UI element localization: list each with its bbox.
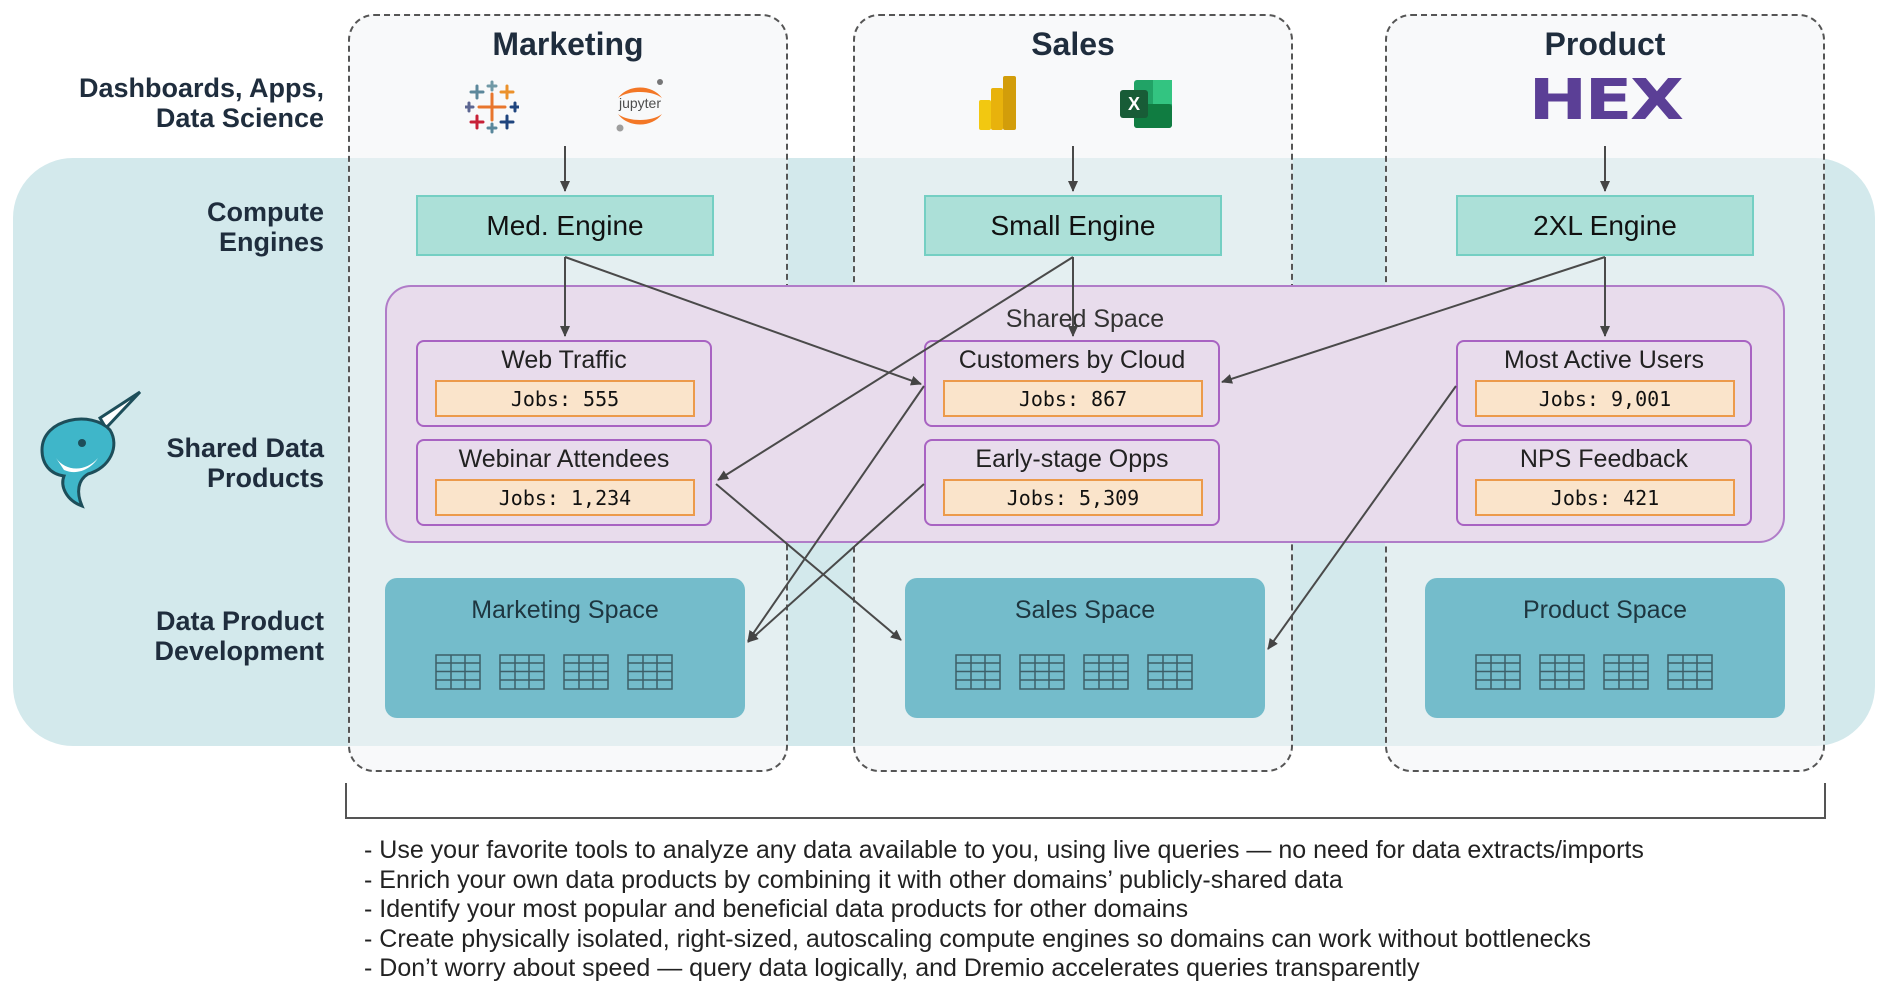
table-grid-icon (1019, 654, 1065, 690)
data-product-customers-by-cloud[interactable]: Customers by Cloud Jobs: 867 (924, 340, 1220, 427)
engine-medium: Med. Engine (416, 195, 714, 256)
data-product-early-stage-opps[interactable]: Early-stage Opps Jobs: 5,309 (924, 439, 1220, 526)
table-grid-icon (1083, 654, 1129, 690)
space-product[interactable]: Product Space (1425, 578, 1785, 718)
shared-space-title: Shared Space (1005, 305, 1165, 333)
arrow-2xl-to-customers (1221, 256, 1606, 384)
table-grid-icon (1667, 654, 1713, 690)
benefit-item: - Identify your most popular and benefic… (364, 895, 1189, 923)
jupyter-icon: jupyter (608, 76, 672, 136)
excel-icon: X (1120, 80, 1174, 128)
column-title: Product (1544, 26, 1666, 62)
hex-icon: HEX (1528, 67, 1684, 133)
arrow-medium-to-customers (564, 256, 922, 386)
table-grid-icon (1475, 654, 1521, 690)
jobs-count: Jobs: 9,001 (1475, 380, 1735, 417)
data-product-web-traffic[interactable]: Web Traffic Jobs: 555 (416, 340, 712, 427)
table-grid-icon (627, 654, 673, 690)
benefit-item: - Create physically isolated, right-size… (364, 924, 1592, 953)
engine-2xl: 2XL Engine (1456, 195, 1754, 256)
space-title: Product Space (1523, 596, 1687, 624)
table-grid-icon (1147, 654, 1193, 690)
jupyter-wordmark: jupyter (618, 95, 662, 111)
data-product-name: Customers by Cloud (958, 346, 1186, 374)
table-grid-icon (499, 654, 545, 690)
summary-bracket (345, 783, 1826, 819)
power-bi-icon (979, 76, 1016, 130)
jobs-count: Jobs: 1,234 (435, 479, 695, 516)
arrow-webinar-to-sales-space (715, 483, 902, 641)
jobs-count: Jobs: 421 (1475, 479, 1735, 516)
table-grid-icon (1539, 654, 1585, 690)
engine-small: Small Engine (924, 195, 1222, 256)
benefit-list: - Use your favorite tools to analyze any… (364, 836, 1644, 984)
benefit-item: - Enrich your own data products by combi… (364, 865, 1343, 894)
table-grid-icon (435, 654, 481, 690)
excel-letter: X (1127, 94, 1140, 114)
jobs-count: Jobs: 5,309 (943, 479, 1203, 516)
data-product-name: Webinar Attendees (458, 445, 670, 473)
arrow-customers-to-marketing-space (747, 385, 925, 642)
data-product-name: Web Traffic (501, 346, 627, 374)
row-label-shared: Shared Data Products (166, 433, 324, 493)
column-title: Sales (1031, 26, 1115, 62)
row-label-compute: Compute Engines (207, 197, 324, 257)
narwhal-mascot-icon (40, 390, 142, 509)
data-product-most-active-users[interactable]: Most Active Users Jobs: 9,001 (1456, 340, 1752, 427)
tableau-icon (465, 80, 519, 134)
benefit-item: - Don’t worry about speed — query data l… (364, 954, 1420, 982)
data-product-name: Most Active Users (1503, 346, 1705, 374)
space-sales[interactable]: Sales Space (905, 578, 1265, 718)
data-product-name: Early-stage Opps (975, 445, 1169, 473)
row-label-development: Data Product Development (154, 606, 324, 666)
table-grid-icon (563, 654, 609, 690)
data-product-name: NPS Feedback (1519, 445, 1689, 473)
jobs-count: Jobs: 867 (943, 380, 1203, 417)
column-title: Marketing (492, 26, 644, 62)
arrow-most-active-to-sales-space (1267, 385, 1457, 650)
table-grid-icon (1603, 654, 1649, 690)
data-product-webinar-attendees[interactable]: Webinar Attendees Jobs: 1,234 (416, 439, 712, 526)
data-product-nps-feedback[interactable]: NPS Feedback Jobs: 421 (1456, 439, 1752, 526)
jobs-count: Jobs: 555 (435, 380, 695, 417)
row-label-dashboards: Dashboards, Apps, Data Science (78, 73, 324, 133)
arrow-opps-to-marketing-space (747, 483, 925, 643)
space-marketing[interactable]: Marketing Space (385, 578, 745, 718)
space-title: Sales Space (1014, 596, 1156, 624)
benefit-item: - Use your favorite tools to analyze any… (364, 836, 1644, 864)
arrow-small-to-webinar (717, 256, 1074, 481)
table-grid-icon (955, 654, 1001, 690)
space-title: Marketing Space (471, 596, 659, 624)
